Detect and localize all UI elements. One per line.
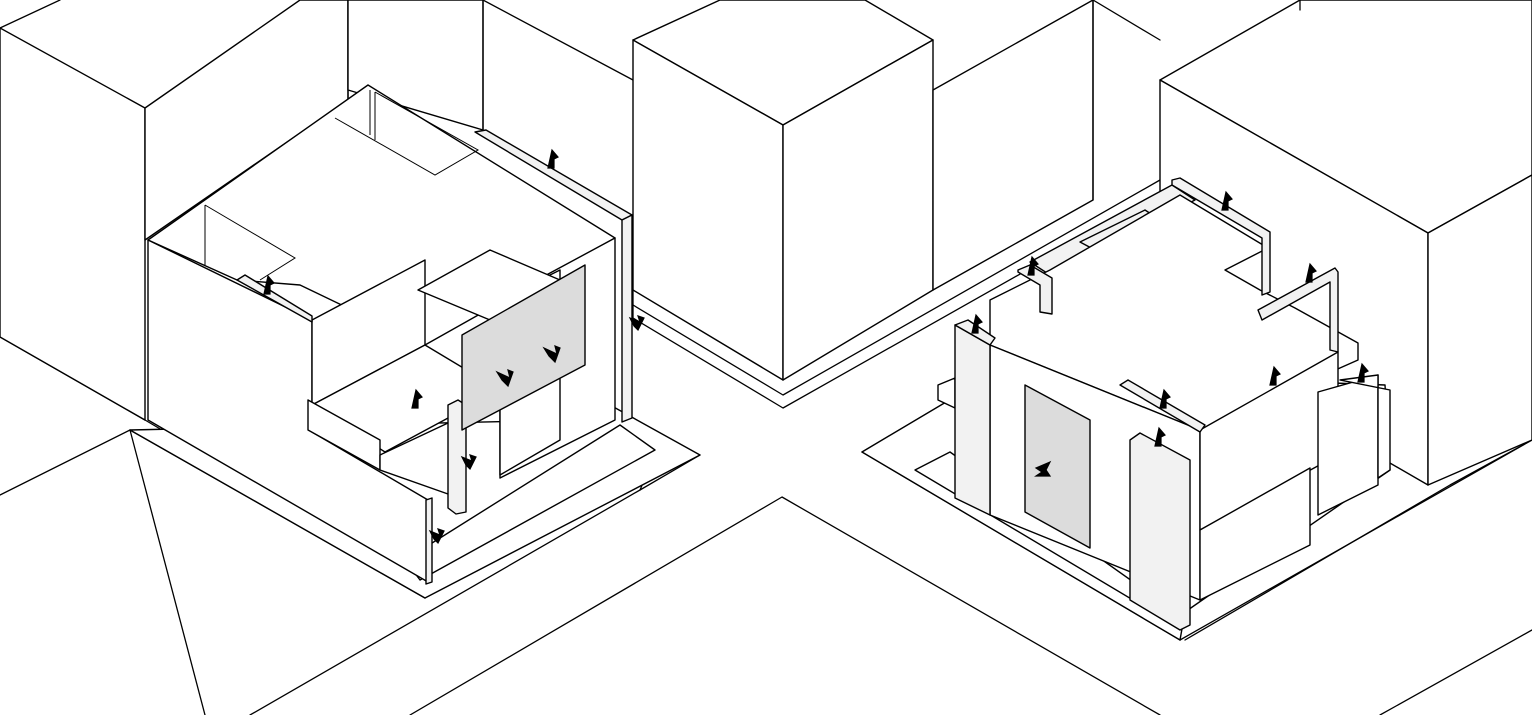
right-grey-sliding-panel	[1024, 384, 1091, 549]
arrow-icon	[542, 345, 561, 364]
arrow-icon	[460, 454, 477, 471]
right-side-block-2	[1339, 374, 1391, 479]
arrow-icon	[628, 315, 645, 332]
context-tower-center	[632, 0, 1161, 409]
arrow-icon	[1357, 362, 1369, 383]
context-building-left	[0, 0, 349, 421]
right-building	[861, 177, 1391, 641]
arrow-icon	[1027, 255, 1039, 276]
left-building	[129, 84, 701, 599]
left-roof-opening-2	[334, 91, 480, 176]
left-grey-sliding-panel	[461, 264, 586, 431]
right-lower-recess	[1199, 467, 1311, 601]
left-roof-opening-1	[204, 204, 296, 281]
arrow-icon	[547, 148, 559, 169]
right-top-fin	[1171, 177, 1271, 296]
right-mid-fin	[1257, 267, 1339, 353]
arrow-icon	[263, 274, 275, 295]
right-side-block	[1317, 374, 1379, 516]
arrow-icon	[1159, 388, 1171, 409]
arrow-icon	[1154, 426, 1166, 447]
arrow-icon	[971, 313, 983, 334]
left-panel-right-fin	[621, 214, 633, 423]
left-panel-courtyard-fin	[236, 274, 313, 323]
arrow-icon	[428, 528, 445, 545]
right-left-ledge	[937, 377, 956, 409]
arrow-icon	[1305, 262, 1317, 283]
arrow-icon	[1034, 460, 1052, 477]
right-left-fin	[954, 324, 991, 516]
arrow-icon	[495, 369, 514, 388]
arrow-icon	[1269, 365, 1281, 386]
left-panel-corner-fin	[425, 497, 433, 585]
arrow-icon	[1221, 190, 1233, 211]
arrow-icon	[411, 388, 423, 409]
right-front-tall-fin	[1129, 432, 1191, 631]
